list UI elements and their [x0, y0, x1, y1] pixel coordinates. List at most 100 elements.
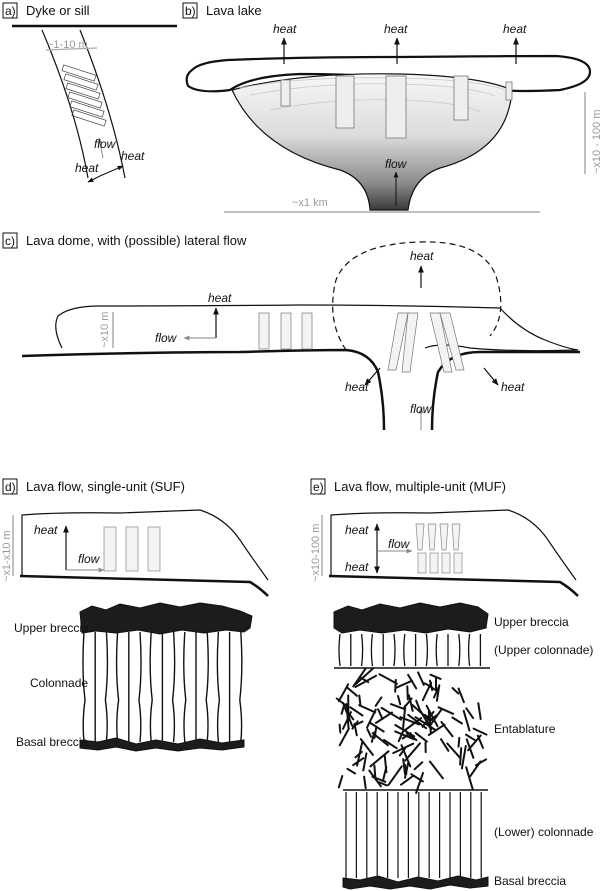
entablature-joint [345, 686, 358, 697]
entablature-joint [389, 703, 407, 711]
entablature-joint [457, 687, 465, 704]
entablature-joint [465, 766, 474, 791]
panel-e-label-upper: Upper breccia [494, 615, 569, 629]
heat-arrow-right [483, 367, 499, 386]
upper-breccia [333, 602, 489, 634]
lower-colonnade [345, 792, 482, 878]
column-joint [458, 633, 461, 667]
panel-c-flow-left: flow [155, 331, 178, 345]
entablature-joint [465, 733, 476, 742]
column-joint [467, 633, 471, 667]
entablature-joint [459, 747, 463, 766]
entablature-joint [358, 694, 362, 706]
panel-b-heat-1: heat [273, 22, 297, 36]
entablature-joint [451, 716, 463, 725]
entablature-joint [421, 681, 433, 702]
entablature-joint [404, 742, 421, 762]
entablature-joint [383, 739, 398, 750]
entablature-joint [446, 742, 462, 760]
column-joint [216, 631, 221, 743]
column-joint [239, 631, 243, 743]
panel-a-scale: ~1-10 m [47, 39, 88, 51]
entablature-joint [358, 704, 377, 714]
column-joint [338, 633, 341, 667]
entablature-joint [428, 708, 443, 728]
panel-c-scale: ~x10 m [99, 312, 111, 348]
entablature-joint [402, 758, 406, 775]
entablature-joint [370, 731, 376, 743]
entablature-joint [428, 760, 444, 780]
dyke-columns [61, 64, 107, 127]
panel-d-label-basal: Basal breccia [16, 735, 88, 749]
entablature-joint [428, 714, 437, 723]
ground-line [19, 574, 269, 597]
entablature-joint [437, 706, 455, 715]
entablature-joint [425, 704, 439, 728]
dome-dashed-extent [332, 241, 502, 351]
column-joint [360, 633, 364, 667]
panel-c-heat-dome: heat [410, 249, 434, 263]
panel-c-heat-right: heat [501, 380, 525, 394]
panel-d-title: Lava flow, single-unit (SUF) [26, 479, 185, 494]
entablature-joint [462, 709, 471, 732]
entablature-joint [407, 694, 414, 712]
entablature-joint [457, 736, 461, 748]
panel-d: d) Lava flow, single-unit (SUF) ~x1-x10 … [1, 478, 269, 752]
panel-d-flow: flow [78, 552, 101, 566]
panel-d-label-colonnade: Colonnade [30, 676, 88, 690]
entablature-joint [424, 682, 437, 692]
entablature-joint [351, 720, 359, 730]
panel-e-scale: ~x10-100 m [310, 524, 322, 582]
panel-e: e) Lava flow, multiple-unit (MUF) ~x10-1… [310, 478, 594, 890]
entablature-joint [397, 695, 402, 706]
panel-e-label-entablature: Entablature [494, 722, 556, 736]
entablature-joint [465, 738, 475, 759]
entablature-joint [394, 724, 416, 738]
panel-d-label-upper: Upper breccia [14, 621, 89, 635]
column-joint [171, 631, 176, 743]
flow-profile [21, 509, 269, 581]
column-joint [205, 631, 209, 743]
upper-breccia [79, 602, 253, 635]
entablature-joint [427, 710, 432, 735]
dome-columns [258, 312, 465, 373]
panel-e-label-basal: Basal breccia [494, 874, 566, 888]
entablature-joint [340, 704, 346, 715]
entablature-joint [359, 738, 374, 756]
heat-arrow-right [99, 165, 124, 177]
entablature-joint [397, 728, 405, 743]
entablature-joint [346, 767, 357, 775]
entablature-joint [373, 764, 377, 779]
panel-c-title: Lava dome, with (possible) lateral flow [26, 233, 247, 248]
entablature-joint [378, 673, 398, 685]
ground-line [328, 574, 579, 597]
entablature-joint [378, 781, 388, 787]
entablature-joint [374, 696, 383, 707]
column-joint [425, 633, 429, 667]
entablature-joint [477, 702, 482, 720]
panel-a-heat-right: heat [121, 149, 145, 163]
entablature-joint [475, 758, 488, 767]
panel-d-heat: heat [34, 523, 58, 537]
panel-c-heat-up: heat [208, 291, 232, 305]
scale-bar [45, 47, 98, 51]
entablature-joint [362, 752, 368, 772]
entablature-joint [465, 707, 475, 720]
entablature-joint [354, 667, 375, 686]
lake-columns [280, 75, 513, 139]
entablature-joint [375, 711, 393, 724]
panel-a: a) Dyke or sill ~1-10 m flow heat heat [2, 2, 177, 183]
panel-e-title: Lava flow, multiple-unit (MUF) [334, 479, 506, 494]
entablature-joint [433, 686, 440, 699]
entablature-joint [417, 671, 425, 686]
basal-breccia [79, 737, 245, 752]
panel-e-letter: e) [313, 480, 324, 494]
panel-c-flow-conduit: flow [410, 402, 433, 416]
entablature-joint [366, 728, 372, 738]
flow-arrow [97, 137, 104, 159]
entablature-joint [352, 667, 367, 688]
entablature-joint [429, 673, 442, 680]
flow-columns [103, 526, 161, 572]
entablature-joint [368, 769, 382, 788]
panel-a-letter: a) [5, 4, 16, 18]
